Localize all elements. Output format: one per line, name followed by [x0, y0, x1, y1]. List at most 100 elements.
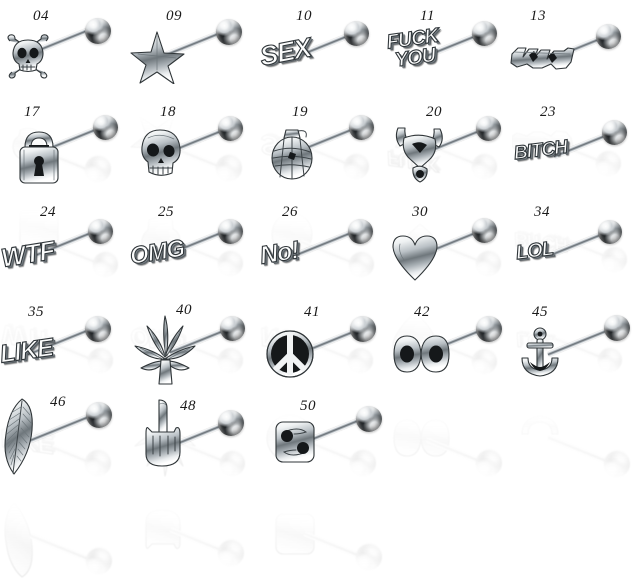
barbell	[128, 100, 256, 196]
catalog-item[interactable]: 09	[128, 4, 256, 181]
barbell	[256, 100, 384, 196]
barbell: LOL	[512, 200, 640, 296]
item-number: 41	[304, 304, 320, 320]
barbell	[384, 100, 512, 196]
item-number: 11	[420, 8, 435, 24]
barbell	[128, 4, 256, 100]
barbell-ball	[476, 316, 502, 342]
item-number: 10	[296, 8, 312, 24]
item-number: 35	[28, 304, 44, 320]
catalog-item[interactable]: 34 LOL LOL	[512, 200, 640, 372]
catalog-item[interactable]: 24 WTF WTF	[0, 200, 128, 373]
barbell-ball	[220, 316, 245, 341]
barbell	[0, 4, 128, 100]
barbell-ball	[349, 115, 374, 140]
item-number: 25	[158, 204, 174, 220]
catalog-item[interactable]: 30	[384, 200, 512, 374]
item-number: 13	[530, 8, 546, 24]
barbell-ball	[476, 116, 501, 141]
barbell: BITCH	[512, 100, 640, 196]
padlock-icon	[19, 131, 59, 184]
item-reflection	[384, 396, 512, 492]
skull-crossbones-icon	[7, 34, 49, 79]
catalog-item[interactable]: 50	[256, 392, 384, 570]
item-number: 50	[300, 398, 316, 414]
barbell-ball	[218, 410, 244, 436]
barbell: SEX	[256, 4, 384, 100]
barbell: FUCK YOU	[384, 4, 512, 100]
item-number: 26	[282, 204, 298, 220]
barbell-ball	[472, 21, 497, 46]
barbell	[510, 4, 640, 100]
barbell-ball	[93, 115, 118, 140]
catalog-item[interactable]: 46	[0, 392, 128, 578]
barbell	[0, 392, 128, 488]
catalog-item[interactable]: 48	[128, 392, 256, 566]
barbell	[384, 200, 512, 296]
barbell: No!	[256, 200, 384, 296]
item-number: 48	[180, 398, 196, 414]
catalog-item[interactable]: 25 OMG OMG	[128, 200, 256, 373]
item-number: 34	[534, 204, 550, 220]
catalog-item[interactable]: 20	[384, 100, 512, 276]
item-number: 18	[160, 104, 176, 120]
catalog-item[interactable]: 10 SEX SEX	[256, 4, 384, 179]
peace-sign-icon	[266, 330, 314, 378]
word-icon: BITCH	[512, 136, 569, 165]
catalog-item[interactable]: 13	[510, 4, 640, 176]
catalog-item[interactable]: 35 LIKE LIKE	[0, 300, 128, 476]
anchor-icon	[521, 327, 559, 377]
item-reflection	[0, 488, 128, 584]
jewelry-catalog-sheet: 04 09	[0, 4, 640, 578]
word-icon: LIKE	[0, 333, 55, 369]
word-line-2: YOU	[393, 44, 437, 73]
catalog-item[interactable]: 19	[256, 100, 384, 277]
catalog-item[interactable]: 17	[0, 100, 128, 277]
barbell-ball	[604, 315, 630, 341]
item-number: 30	[412, 204, 428, 220]
barbell-ball	[216, 19, 242, 45]
barbell-ball	[344, 21, 369, 46]
heart-icon	[392, 235, 438, 281]
word-icon: OMG	[128, 234, 187, 271]
barbell	[512, 300, 640, 396]
item-number: 42	[414, 304, 430, 320]
xxx-icon	[510, 47, 575, 70]
catalog-item[interactable]: 26 No! No!	[256, 200, 384, 373]
feather-icon	[4, 398, 33, 475]
catalog-item[interactable]: 04	[0, 4, 128, 182]
item-number: 24	[40, 204, 56, 220]
cancer-zodiac-icon	[275, 421, 315, 463]
barbell	[256, 300, 384, 396]
grenade-icon	[271, 129, 313, 180]
item-number: 46	[50, 394, 66, 410]
item-reflection	[128, 488, 256, 584]
barbell-ball	[218, 219, 243, 244]
item-number: 04	[33, 8, 49, 24]
word-icon: SEX	[257, 32, 314, 72]
item-number: 20	[426, 104, 442, 120]
word-icon: FUCK YOU	[385, 24, 442, 73]
barbell: OMG	[128, 200, 256, 296]
barbell-ball	[350, 316, 376, 342]
barbell	[384, 300, 512, 396]
catalog-item[interactable]: 18	[128, 100, 256, 276]
barbell: WTF	[0, 200, 128, 296]
catalog-item[interactable]: 42	[384, 300, 512, 476]
barbell-ball	[86, 402, 112, 428]
infinity-icon	[393, 335, 450, 373]
barbell-ball	[596, 24, 621, 49]
word-icon: LOL	[514, 237, 555, 265]
catalog-item[interactable]: 40	[128, 300, 256, 477]
cannabis-leaf-icon	[134, 315, 196, 385]
barbell-ball	[472, 218, 497, 243]
barbell-ball	[85, 316, 111, 342]
barbell	[256, 392, 384, 488]
barbell-ball	[218, 116, 243, 141]
catalog-item[interactable]: 23 BITCH BITCH	[512, 100, 640, 272]
catalog-item[interactable]: 41	[256, 300, 384, 476]
star-icon	[130, 31, 185, 84]
catalog-item[interactable]: 45	[512, 300, 640, 477]
barbell-ball	[356, 406, 382, 432]
